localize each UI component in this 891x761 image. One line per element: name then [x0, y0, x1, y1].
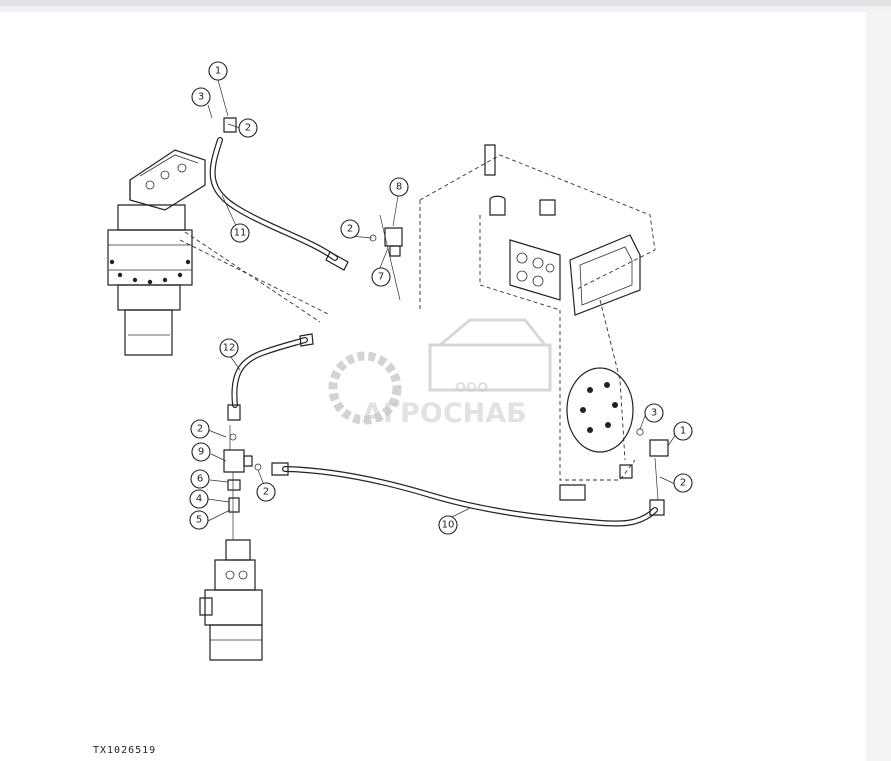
callout-2-mid: 2	[340, 219, 360, 239]
callout-3-top: 3	[191, 87, 211, 107]
callout-3-right: 3	[644, 403, 664, 423]
svg-text:8: 8	[396, 182, 402, 193]
callout-2-left: 2	[190, 419, 210, 439]
callout-5: 5	[189, 510, 209, 530]
callout-1-top: 1	[208, 61, 228, 81]
svg-text:10: 10	[442, 520, 455, 531]
callout-2-top: 2	[238, 118, 258, 138]
svg-text:3: 3	[198, 92, 204, 103]
diagram-sheet	[0, 12, 866, 761]
watermark: ООО АГРОСНАБ	[328, 318, 552, 429]
callout-8: 8	[389, 177, 409, 197]
callout-1-right: 1	[673, 421, 693, 441]
callout-9: 9	[191, 442, 211, 462]
svg-text:9: 9	[198, 447, 204, 458]
pump-housing	[419, 144, 656, 501]
svg-text:3: 3	[651, 408, 657, 419]
callout-7: 7	[371, 267, 391, 287]
connection-lines	[179, 214, 659, 540]
svg-text:5: 5	[196, 515, 202, 526]
hose-11	[209, 117, 349, 271]
svg-text:11: 11	[234, 228, 247, 239]
figure-id: TX1026519	[93, 745, 157, 756]
lower-travel-motor	[199, 539, 263, 661]
watermark-small: ООО	[455, 381, 488, 396]
svg-text:2: 2	[245, 123, 251, 134]
svg-text:2: 2	[197, 424, 203, 435]
svg-text:1: 1	[215, 66, 221, 77]
callout-4: 4	[189, 489, 209, 509]
right-gutter	[866, 12, 891, 761]
callout-2-bottom: 2	[256, 482, 276, 502]
svg-text:12: 12	[223, 343, 236, 354]
callout-2-right: 2	[673, 473, 693, 493]
leader-lines	[207, 79, 677, 524]
svg-text:1: 1	[680, 426, 686, 437]
svg-text:2: 2	[347, 224, 353, 235]
svg-text:2: 2	[263, 487, 269, 498]
top-bar	[0, 0, 891, 6]
callout-10: 10	[438, 515, 458, 535]
upper-travel-motor	[107, 149, 206, 356]
svg-text:2: 2	[680, 478, 686, 489]
watermark-large: АГРОСНАБ	[362, 398, 527, 429]
svg-text:4: 4	[196, 494, 202, 505]
callout-11: 11	[230, 223, 250, 243]
hose-12	[231, 333, 314, 408]
hose-10	[271, 428, 669, 527]
svg-text:7: 7	[378, 272, 384, 283]
tee-fitting-9	[223, 404, 262, 513]
svg-text:6: 6	[197, 474, 203, 485]
callout-6: 6	[190, 469, 210, 489]
callout-12: 12	[219, 338, 239, 358]
